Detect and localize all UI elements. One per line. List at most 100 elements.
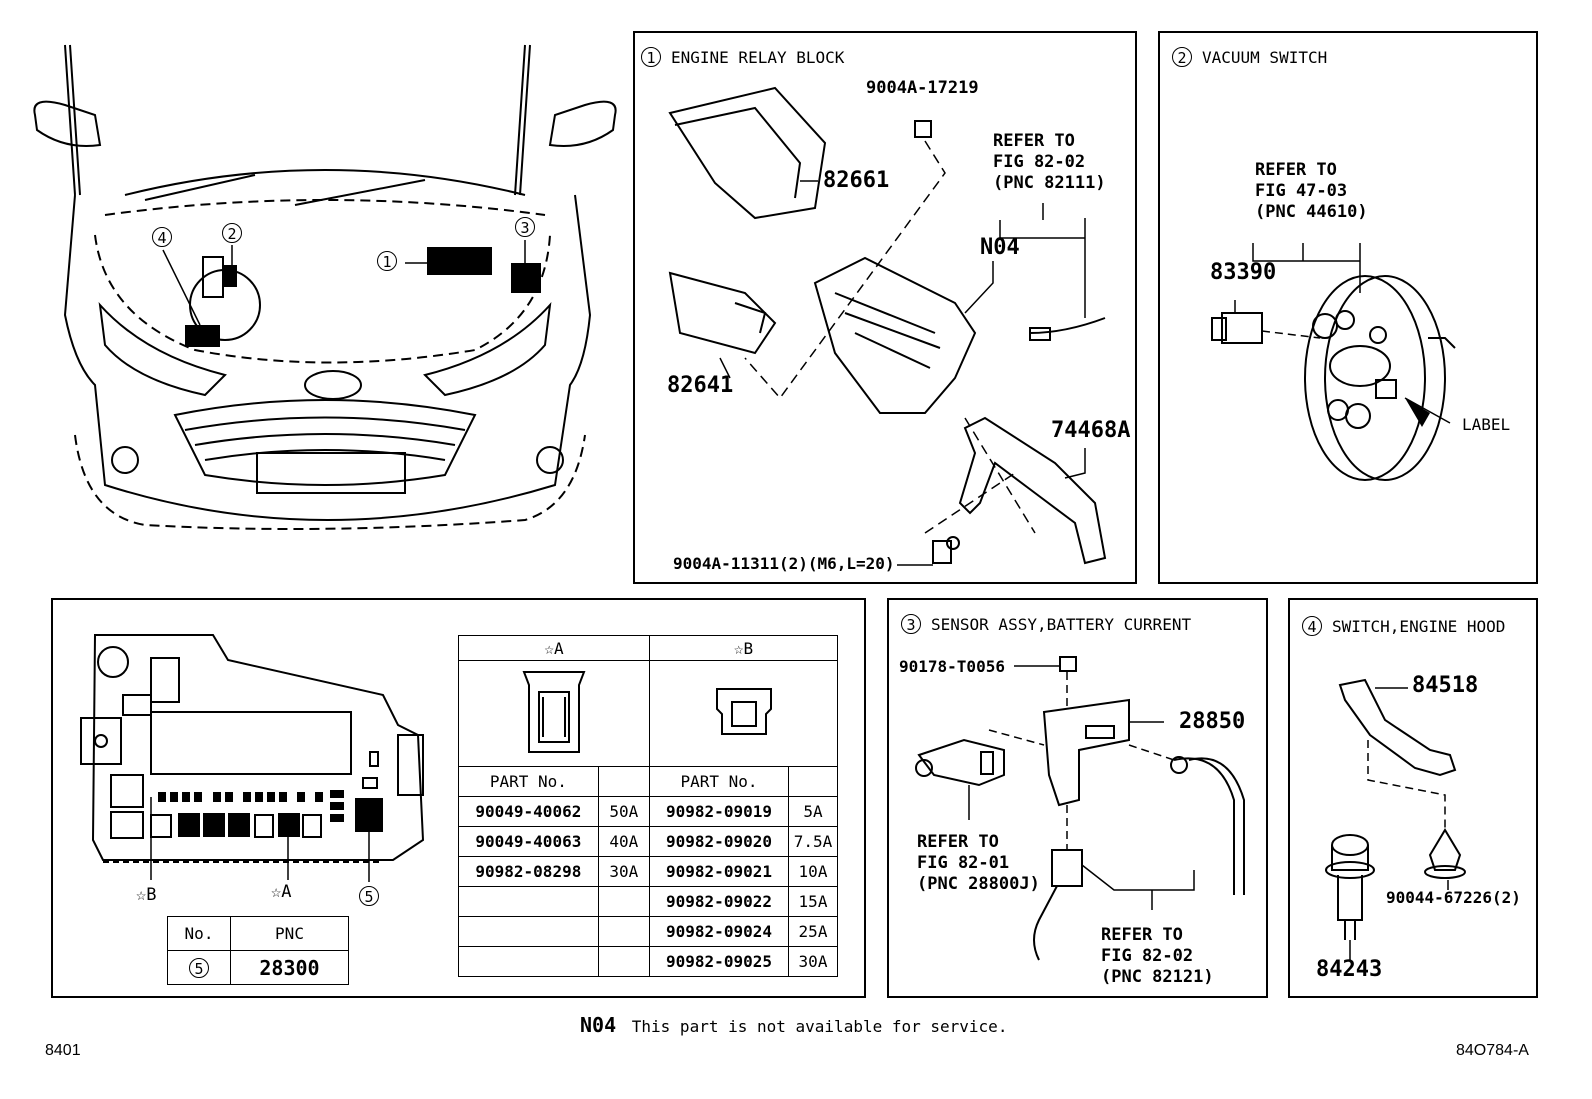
fuse-a-part[interactable]: 90982-08298 — [458, 856, 599, 887]
car-callout-1[interactable]: 1 — [377, 251, 397, 271]
pnc-table-col-pnc: PNC — [230, 916, 349, 951]
sensor-refer1-line-1: REFER TO — [917, 832, 999, 852]
fuse-a-part — [458, 886, 599, 917]
panel-4-title: 4 SWITCH,ENGINE HOOD — [1302, 616, 1505, 637]
relay-block-illustration — [668, 86, 1107, 566]
battery-sensor-panel: 3 SENSOR ASSY,BATTERY CURRENT 90178-T0056… — [887, 598, 1268, 998]
fuse-box-illustration — [80, 634, 425, 882]
fuse-a-part[interactable]: 90049-40062 — [458, 796, 599, 827]
pnc-table-row-pnc[interactable]: 28300 — [230, 950, 349, 985]
panel-2-title-text: VACUUM SWITCH — [1202, 48, 1328, 67]
sensor-refer-note-1: REFER TO FIG 82-01 (PNC 28800J) — [917, 832, 1040, 895]
fuse-b-amp: 5A — [788, 796, 838, 827]
fuse-b-amp: 10A — [788, 856, 838, 887]
panel-2-title: 2 VACUUM SWITCH — [1172, 47, 1327, 68]
hood-switch-panel: 4 SWITCH,ENGINE HOOD 84518 90044-67226(2)… — [1288, 598, 1538, 998]
part-N04[interactable]: N04 — [980, 235, 1020, 260]
vacuum-refer-note: REFER TO FIG 47-03 (PNC 44610) — [1255, 160, 1368, 223]
fuse-b-amp: 25A — [788, 916, 838, 947]
fuse-b-part[interactable]: 90982-09020 — [649, 826, 789, 857]
car-front-illustration — [33, 44, 617, 530]
fuse-b-amp: 15A — [788, 886, 838, 917]
sensor-refer2-line-3: (PNC 82121) — [1101, 967, 1214, 987]
pnc-table: No. PNC 5 28300 — [167, 916, 349, 985]
fuse-a-amp: 40A — [597, 826, 651, 857]
fuse-b-amp: 30A — [788, 946, 838, 977]
fuse-a-amp: 50A — [597, 796, 651, 827]
fuse-table-col-amp-b — [788, 766, 838, 797]
panel-3-number: 3 — [901, 614, 921, 634]
panel-3-title-text: SENSOR ASSY,BATTERY CURRENT — [931, 615, 1192, 634]
battery-sensor-illustration — [915, 656, 1245, 961]
fuse-a-amp — [597, 916, 651, 947]
part-9004A-11311[interactable]: 9004A-11311(2)(M6,L=20) — [673, 554, 895, 573]
fuse-table-head-a: ☆A — [458, 635, 650, 661]
fuse-box-callout-5[interactable]: 5 — [359, 886, 379, 906]
page-id: 8401 — [45, 1042, 81, 1059]
panel-1-title: 1 ENGINE RELAY BLOCK — [641, 47, 844, 68]
panel-4-number: 4 — [1302, 616, 1322, 636]
sensor-refer1-line-2: FIG 82-01 — [917, 853, 1010, 873]
part-90178-T0056[interactable]: 90178-T0056 — [899, 657, 1005, 676]
car-callout-3[interactable]: 3 — [515, 217, 535, 237]
fuse-a-amp — [597, 886, 651, 917]
fuse-a-amp: 30A — [597, 856, 651, 887]
footnote: N04 This part is not available for servi… — [580, 1013, 1007, 1037]
fuse-row: 90049-40063 40A 90982-09020 7.5A — [458, 826, 838, 857]
fuse-table-head-b: ☆B — [649, 635, 838, 661]
fuse-b-part[interactable]: 90982-09025 — [649, 946, 789, 977]
fuse-b-part[interactable]: 90982-09021 — [649, 856, 789, 887]
fuse-b-part[interactable]: 90982-09024 — [649, 916, 789, 947]
fuse-table-col-amp-a — [597, 766, 651, 797]
part-84518[interactable]: 84518 — [1412, 673, 1479, 698]
fuse-b-part[interactable]: 90982-09019 — [649, 796, 789, 827]
pnc-row-number: 5 — [189, 957, 209, 978]
part-84243[interactable]: 84243 — [1316, 957, 1383, 982]
fuse-table-col-part-b: PART No. — [649, 766, 789, 797]
relay-refer-note: REFER TO FIG 82-02 (PNC 82111) — [993, 131, 1106, 194]
part-28850[interactable]: 28850 — [1179, 709, 1246, 734]
panel-1-title-text: ENGINE RELAY BLOCK — [671, 48, 845, 67]
part-90044-67226[interactable]: 90044-67226(2) — [1386, 888, 1521, 907]
fuse-type-b-icon — [715, 687, 772, 735]
footnote-text: This part is not available for service. — [631, 1017, 1008, 1036]
vacuum-refer-line-3: (PNC 44610) — [1255, 202, 1368, 222]
panel-4-title-text: SWITCH,ENGINE HOOD — [1332, 617, 1506, 636]
car-callout-2[interactable]: 2 — [222, 223, 242, 243]
vacuum-refer-line-2: FIG 47-03 — [1255, 181, 1348, 201]
car-overview: 1 2 3 4 — [25, 35, 625, 555]
car-callout-4[interactable]: 4 — [152, 227, 172, 247]
sensor-refer-note-2: REFER TO FIG 82-02 (PNC 82121) — [1101, 925, 1214, 988]
fuse-table: ☆A ☆B — [458, 635, 838, 977]
fuse-row: 90982-08298 30A 90982-09021 10A — [458, 856, 838, 887]
hood-switch-illustration — [1325, 678, 1466, 960]
vacuum-refer-line-1: REFER TO — [1255, 160, 1337, 180]
sensor-refer2-line-1: REFER TO — [1101, 925, 1183, 945]
fuse-row: 90982-09025 30A — [458, 946, 838, 977]
fuse-a-part[interactable]: 90049-40063 — [458, 826, 599, 857]
relay-refer-line-2: FIG 82-02 — [993, 152, 1086, 172]
fuse-type-a-icon — [522, 670, 586, 753]
fuse-label-a: ☆A — [271, 882, 292, 902]
fuse-table-col-part-a: PART No. — [458, 766, 599, 797]
fuse-b-part[interactable]: 90982-09022 — [649, 886, 789, 917]
panel-1-number: 1 — [641, 47, 661, 67]
fuse-type-a-image — [458, 660, 650, 767]
part-82661[interactable]: 82661 — [823, 168, 890, 193]
pnc-table-row-no: 5 — [167, 950, 231, 985]
pnc-table-col-no: No. — [167, 916, 231, 951]
panel-2-number: 2 — [1172, 47, 1192, 67]
sensor-refer1-line-3: (PNC 28800J) — [917, 874, 1040, 894]
part-74468A[interactable]: 74468A — [1051, 418, 1131, 443]
part-82641[interactable]: 82641 — [667, 373, 734, 398]
fuse-a-part — [458, 946, 599, 977]
fuse-row: 90982-09022 15A — [458, 886, 838, 917]
part-9004A-17219[interactable]: 9004A-17219 — [866, 78, 979, 98]
fuse-type-b-image — [649, 660, 838, 767]
panel-3-title: 3 SENSOR ASSY,BATTERY CURRENT — [901, 614, 1191, 635]
part-83390[interactable]: 83390 — [1210, 260, 1277, 285]
fuse-a-amp — [597, 946, 651, 977]
vacuum-switch-panel: 2 VACUUM SWITCH REFER TO FIG 47-03 (PNC 4… — [1158, 31, 1538, 584]
fuse-row: 90982-09024 25A — [458, 916, 838, 947]
relay-refer-line-1: REFER TO — [993, 131, 1075, 151]
